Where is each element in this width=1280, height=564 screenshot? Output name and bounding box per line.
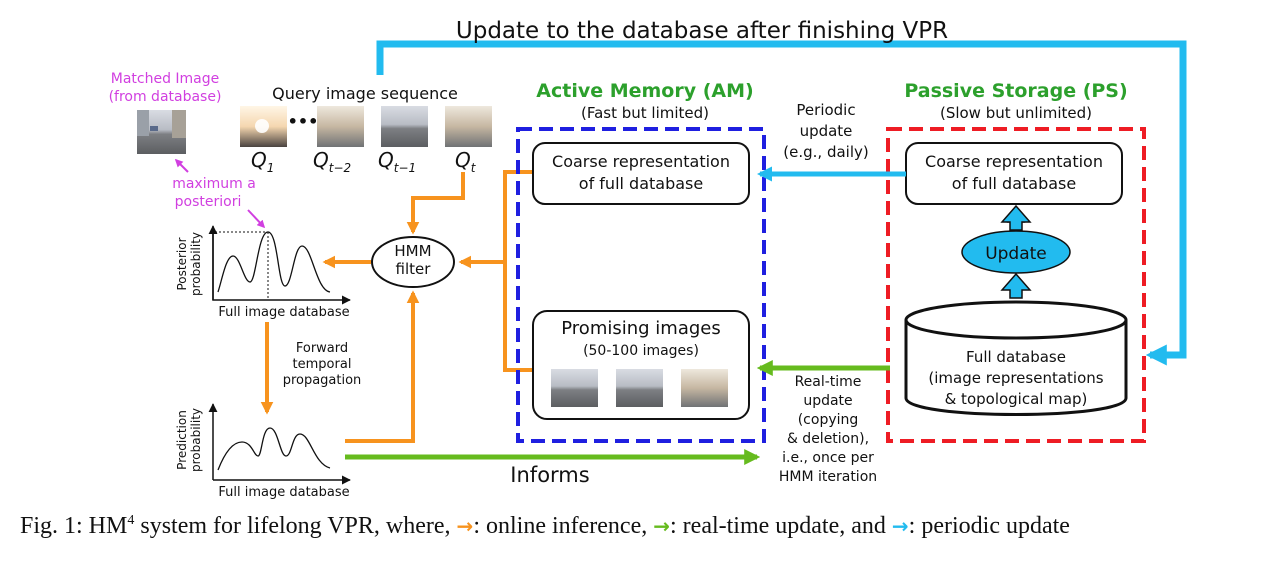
hmm-filter-label-2: filter — [396, 260, 432, 278]
full-database-cylinder — [904, 300, 1128, 416]
ps-title: Passive Storage (PS) — [904, 80, 1127, 102]
db-update-arrow — [376, 40, 1187, 366]
active-memory-box — [516, 127, 766, 443]
qt2-letter: Q — [313, 148, 329, 172]
promising-title: Promising images — [561, 318, 720, 339]
ps-coarse-line-2: of full database — [952, 174, 1076, 193]
informs-label: Informs — [510, 463, 589, 487]
prediction-curve — [217, 427, 331, 471]
svg-text:Q1: Q1 — [251, 148, 274, 175]
matched-image-thumbnail — [137, 110, 186, 154]
periodic-label-3: (e.g., daily) — [783, 143, 868, 161]
am-coarse-box — [532, 142, 750, 205]
realtime-label-6: HMM iteration — [779, 469, 877, 485]
posterior-plot — [208, 225, 351, 305]
svg-text:Qt−2: Qt−2 — [313, 148, 351, 175]
query-ellipsis: ••• — [288, 112, 319, 131]
map-to-peak-arrow — [247, 209, 266, 229]
forward-label-3: propagation — [283, 373, 362, 388]
map-to-matched-arrow — [174, 158, 189, 173]
figure-caption: Fig. 1: HM4 system for lifelong VPR, whe… — [20, 513, 1270, 540]
svg-text:Qt−1: Qt−1 — [378, 148, 416, 175]
am-coarse-line-1: Coarse representation — [552, 152, 730, 171]
realtime-label-2: update — [803, 393, 852, 409]
am-coarse-line-2: of full database — [579, 174, 703, 193]
realtime-label-1: Real-time — [795, 374, 862, 390]
map-label-1: maximum a — [172, 176, 256, 192]
am-title: Active Memory (AM) — [536, 80, 753, 102]
full-db-line-3: & topological map) — [945, 390, 1088, 408]
qt-letter: Q — [455, 148, 471, 172]
promising-image-2 — [616, 369, 663, 407]
qt1-letter: Q — [378, 148, 394, 172]
qt-subscript: t — [471, 161, 477, 175]
am-to-hmm-connector — [463, 170, 533, 372]
full-db-line-2: (image representations — [928, 369, 1103, 387]
forward-label-2: temporal — [293, 357, 352, 372]
caption-prefix: Fig. 1: HM — [20, 513, 128, 539]
posterior-ylabel-1: Posterior — [175, 237, 189, 290]
realtime-label-5: i.e., once per — [782, 450, 874, 466]
promising-subtitle: (50-100 images) — [583, 343, 699, 359]
ps-subtitle: (Slow but unlimited) — [940, 104, 1092, 122]
query-image-qt — [445, 106, 492, 147]
hmm-filter-node — [371, 236, 455, 288]
posterior-xlabel: Full image database — [218, 305, 349, 320]
update-up-arrow-bottom — [1000, 272, 1032, 299]
matched-image-label-1: Matched Image — [111, 71, 220, 87]
prediction-ylabel-2: probability — [189, 408, 203, 472]
svg-text:Qt: Qt — [455, 148, 477, 175]
caption-superscript: 4 — [127, 513, 135, 528]
passive-storage-box — [886, 127, 1146, 443]
prediction-plot — [208, 403, 351, 485]
cyan-arrow-icon: → — [891, 514, 909, 538]
realtime-label-3: (copying — [798, 412, 859, 428]
realtime-label-4: & deletion), — [787, 431, 869, 447]
orange-arrow-icon: → — [456, 514, 474, 538]
update-up-arrow-top-shape — [1000, 204, 1032, 231]
query-to-hmm-arrow — [406, 172, 465, 235]
query-image-qt1 — [381, 106, 428, 147]
promising-image-1 — [551, 369, 598, 407]
query-sequence-label: Query image sequence — [272, 84, 458, 103]
qt1-subscript: t−1 — [394, 161, 416, 175]
forward-label-1: Forward — [296, 341, 348, 356]
periodic-label-1: Periodic — [796, 101, 855, 119]
caption-mid: system for lifelong VPR, where, — [134, 513, 457, 539]
hmm-filter-label-1: HMM — [394, 242, 431, 260]
caption-realtime: : real-time update, and — [670, 513, 892, 539]
ps-coarse-line-1: Coarse representation — [925, 152, 1103, 171]
periodic-label-2: update — [800, 122, 853, 140]
am-subtitle: (Fast but limited) — [581, 104, 709, 122]
query-image-qt2 — [317, 106, 364, 147]
posterior-ylabel-2: probability — [189, 232, 203, 296]
top-arrow-label: Update to the database after finishing V… — [456, 18, 948, 44]
q1-letter: Q — [251, 148, 267, 172]
full-db-line-1: Full database — [966, 348, 1066, 366]
green-arrow-icon: → — [653, 514, 670, 538]
query-image-q1 — [240, 106, 287, 147]
promising-image-3 — [681, 369, 728, 407]
caption-online: : online inference, — [473, 513, 654, 539]
prediction-to-hmm-arrow — [345, 290, 420, 443]
qt2-subscript: t−2 — [329, 161, 351, 175]
q1-subscript: 1 — [267, 161, 275, 175]
prediction-xlabel: Full image database — [218, 485, 349, 500]
map-label-2: posteriori — [175, 194, 242, 210]
posterior-curve — [217, 231, 331, 293]
matched-image-label-2: (from database) — [109, 89, 222, 105]
update-label: Update — [985, 244, 1047, 264]
prediction-ylabel-1: Prediction — [175, 410, 189, 470]
caption-periodic: : periodic update — [908, 513, 1070, 539]
